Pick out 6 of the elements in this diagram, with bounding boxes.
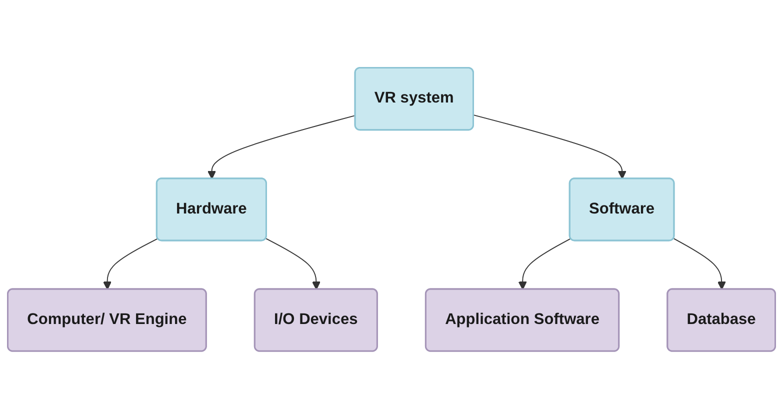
arrow xyxy=(266,238,320,290)
arrow xyxy=(473,114,626,179)
arrow xyxy=(518,238,572,290)
arrow xyxy=(673,238,726,290)
arrow xyxy=(208,114,356,179)
arrow xyxy=(103,238,158,290)
